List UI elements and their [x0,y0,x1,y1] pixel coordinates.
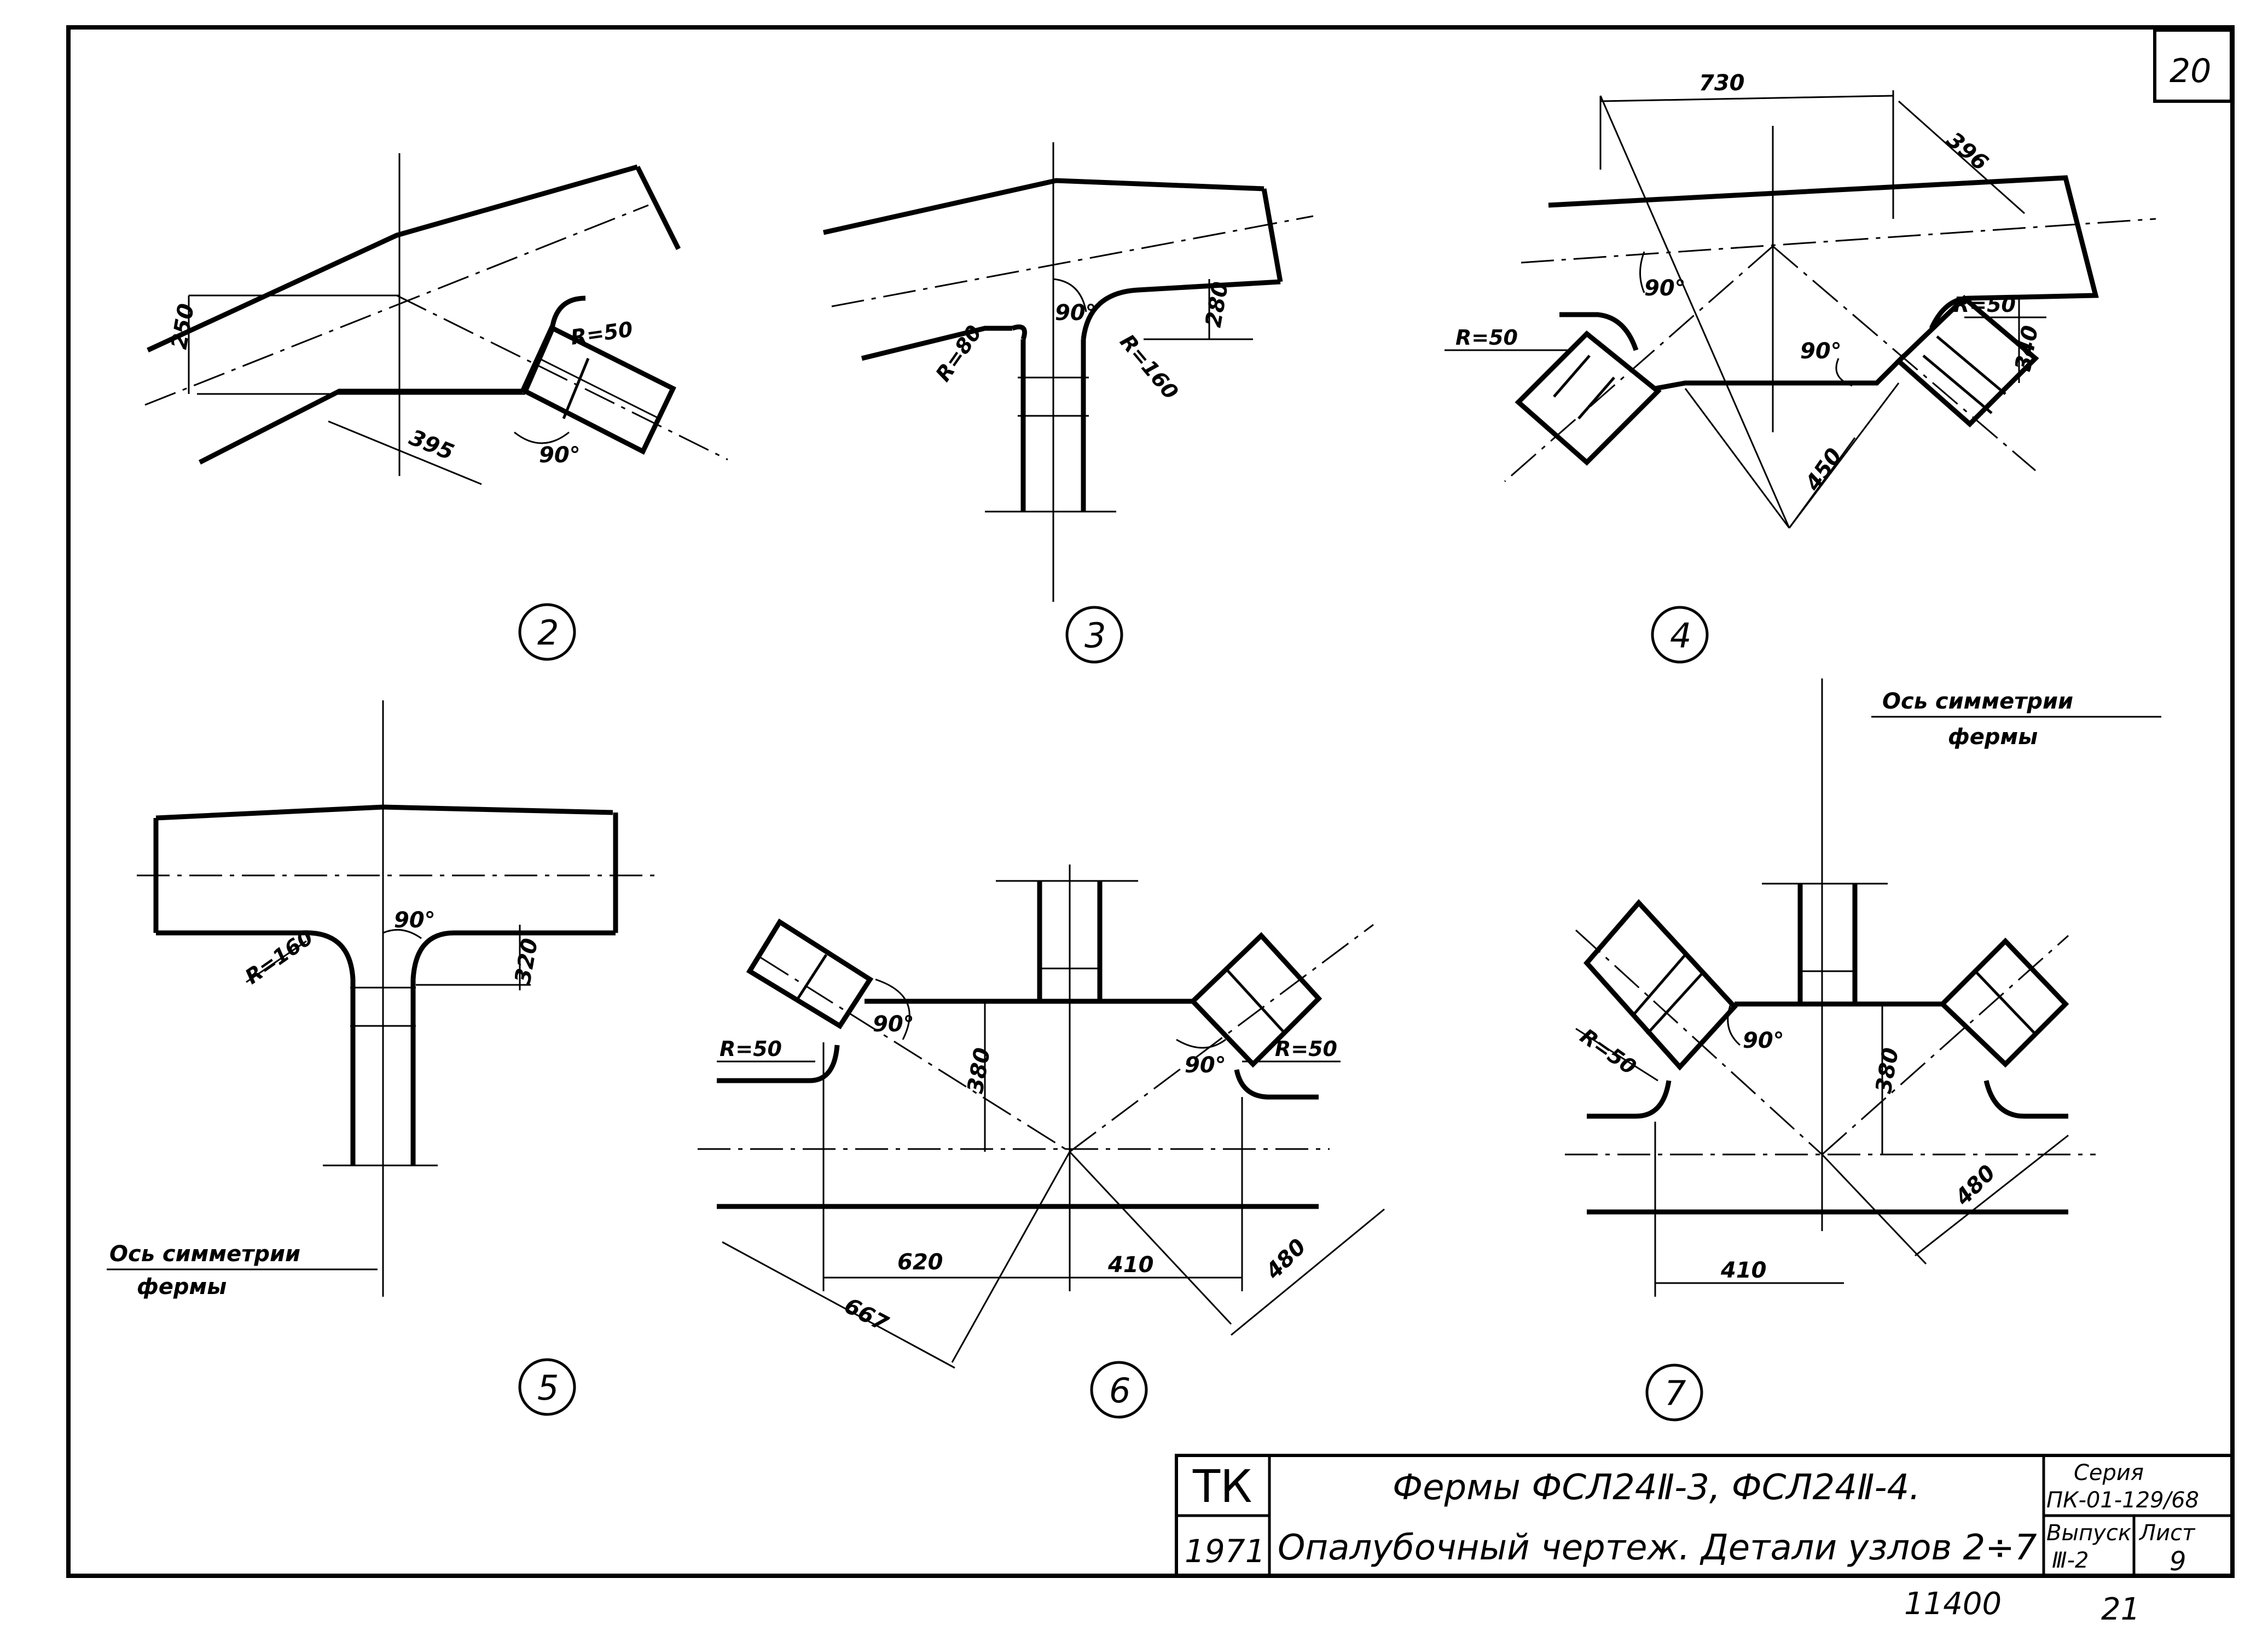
series-label: Серия [2074,1460,2144,1486]
svg-text:90°: 90° [539,443,581,468]
svg-text:380: 380 [1871,1046,1904,1095]
svg-text:480: 480 [1261,1234,1311,1285]
title-block: ТК 1971 Фермы ФСЛ24Ⅱ-3, ФСЛ24Ⅱ-4. Опалуб… [1175,1454,2234,1577]
node-3-detail: 280 R=80 R=160 90° [823,142,1314,602]
node-3-marker [1065,606,1123,664]
node-7-marker [1645,1364,1703,1421]
svg-text:Ось симметрии: Ось симметрии [109,1241,300,1267]
year: 1971 [1185,1533,1266,1570]
org-code: ТК [1192,1461,1252,1513]
svg-text:395: 395 [405,425,457,466]
node-5-marker [518,1358,576,1416]
svg-text:730: 730 [1699,71,1745,96]
svg-text:R=50: R=50 [720,1037,782,1061]
svg-text:R=160: R=160 [1115,330,1183,404]
issue-value: Ⅲ-2 [2052,1548,2089,1573]
node-6-label: 6 [1109,1371,1130,1411]
svg-text:620: 620 [897,1250,943,1275]
svg-text:R=50: R=50 [1455,326,1518,350]
node-7-detail: 380 410 480 R=50 90° Ось симметрии фермы [1565,678,2161,1297]
svg-text:90°: 90° [394,908,436,933]
node-6-marker [1090,1361,1148,1419]
bottom-page: 21 [2101,1592,2140,1627]
svg-text:320: 320 [511,937,543,986]
page-number-box [2153,28,2233,103]
svg-text:90°: 90° [1800,339,1842,364]
svg-text:R=50: R=50 [1953,293,2016,317]
svg-text:340: 340 [2011,324,2044,373]
node-5-label: 5 [537,1368,559,1408]
svg-text:480: 480 [1950,1161,2000,1211]
node-2-label: 2 [537,613,559,653]
svg-text:90°: 90° [1743,1028,1784,1053]
svg-text:фермы: фермы [137,1274,227,1299]
node-6-detail: 380 620 410 480 667 R=50 R=50 90° 90° [698,864,1385,1369]
page-number: 20 [2170,52,2211,90]
bottom-number: 11400 [1904,1586,2002,1622]
sheet-label: Лист [2138,1521,2196,1546]
node-7-label: 7 [1664,1373,1686,1413]
node-3-label: 3 [1084,616,1106,655]
title-line-1: Фермы ФСЛ24Ⅱ-3, ФСЛ24Ⅱ-4. [1393,1467,1921,1508]
title-line-2: Опалубочный чертеж. Детали узлов 2÷7 [1278,1528,2037,1568]
svg-text:410: 410 [1107,1252,1154,1278]
svg-text:90°: 90° [1644,276,1686,301]
svg-text:90°: 90° [1185,1053,1226,1078]
sheet-value: 9 [2170,1546,2186,1577]
svg-text:R=50: R=50 [1275,1037,1337,1061]
node-4-label: 4 [1670,616,1691,655]
node-5-detail: 320 R=160 90° Ось симметрии фермы [107,700,657,1299]
svg-text:Ось симметрии: Ось симметрии [1882,689,2073,714]
svg-text:450: 450 [1800,444,1847,496]
svg-text:фермы: фермы [1948,724,2038,750]
node-2-marker [518,603,576,661]
svg-text:R=80: R=80 [931,321,986,386]
svg-text:R=50: R=50 [569,317,634,349]
sheet-frame [66,25,2235,1578]
svg-text:R=50: R=50 [1576,1024,1641,1079]
svg-text:250: 250 [167,302,200,351]
series-value: ПК-01-129/68 [2046,1488,2199,1513]
issue-label: Выпуск [2046,1521,2131,1546]
node-4-marker [1651,606,1709,664]
node-2-detail: 250 395 R=50 90° [144,153,728,485]
svg-text:396: 396 [1942,127,1993,176]
svg-text:90°: 90° [873,1012,914,1037]
svg-text:410: 410 [1720,1258,1767,1283]
node-4-detail: 730 396 450 340 R=50 R=50 90° 90° [1445,71,2156,529]
svg-text:90°: 90° [1055,300,1097,326]
svg-text:380: 380 [963,1046,996,1095]
